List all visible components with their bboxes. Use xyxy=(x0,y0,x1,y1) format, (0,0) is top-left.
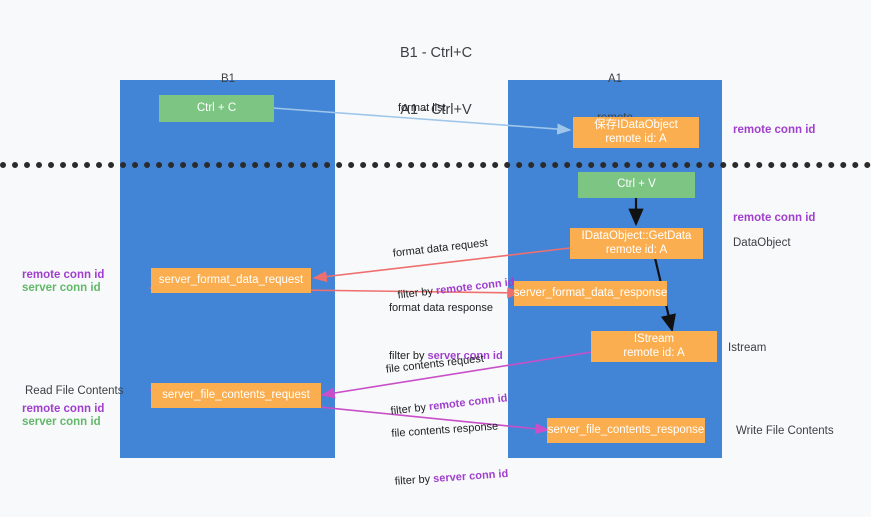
left-label-server-conn-id-2: server conn id xyxy=(22,416,101,428)
edge-label-format-list: format list xyxy=(398,102,446,114)
phase-divider xyxy=(0,162,871,168)
node-idataobject-getdata[interactable]: IDataObject::GetData remote id: A xyxy=(570,228,703,259)
lane-header-b1-name: B1 xyxy=(220,73,236,85)
right-label-dataobject: DataObject xyxy=(733,237,791,249)
node-getdata-line1: IDataObject::GetData xyxy=(581,230,692,242)
page-title: B1 - Ctrl+C A1 - Ctrl+V xyxy=(336,6,536,158)
node-getdata-line2: remote id: A xyxy=(605,243,668,256)
node-save-idataobject[interactable]: 保存IDataObject remote id: A xyxy=(573,117,699,148)
edge-label-file-contents-response-filter: filter by server conn id xyxy=(394,467,508,489)
filter-key-4: server conn id xyxy=(432,467,509,486)
node-server-format-data-request[interactable]: server_format_data_request xyxy=(151,268,311,293)
left-label-read-file-contents: Read File Contents xyxy=(25,385,124,397)
node-ctrl-v[interactable]: Ctrl + V xyxy=(578,172,695,198)
right-label-remote-conn-id-mid: remote conn id xyxy=(733,212,816,224)
node-server-file-contents-request[interactable]: server_file_contents_request xyxy=(151,383,321,408)
edge-label-format-data-request-main: format data request xyxy=(392,237,489,260)
right-label-remote-conn-id-top: remote conn id xyxy=(733,124,816,136)
node-save-idataobject-line2: remote id: A xyxy=(605,132,667,145)
edge-label-file-contents-response-main: file contents response xyxy=(391,420,499,440)
right-label-istream: Istream xyxy=(728,342,767,354)
node-server-file-contents-response[interactable]: server_file_contents_response xyxy=(547,418,705,443)
left-label-remote-conn-id: remote conn id xyxy=(22,269,105,281)
filter-prefix-4: filter by xyxy=(394,473,434,488)
node-istream[interactable]: IStream remote id: A xyxy=(591,331,717,362)
node-istream-line1: IStream xyxy=(633,333,675,345)
node-istream-line2: remote id: A xyxy=(623,346,685,359)
page-title-line1: B1 - Ctrl+C xyxy=(399,45,473,61)
lane-header-a1-name: A1 xyxy=(607,73,623,85)
edge-label-format-data-response-main: format data response xyxy=(389,302,493,314)
node-server-format-data-response[interactable]: server_format_data_response xyxy=(514,281,667,306)
left-label-remote-conn-id-2: remote conn id xyxy=(22,403,105,415)
edge-label-file-contents-response: file contents response filter by server … xyxy=(389,391,511,517)
node-ctrl-c[interactable]: Ctrl + C xyxy=(159,95,274,122)
right-label-write-file-contents: Write File Contents xyxy=(736,425,834,437)
edge-label-file-contents-request-main: file contents request xyxy=(385,352,485,376)
left-label-server-conn-id: server conn id xyxy=(22,282,101,294)
node-save-idataobject-line1: 保存IDataObject xyxy=(594,119,678,131)
